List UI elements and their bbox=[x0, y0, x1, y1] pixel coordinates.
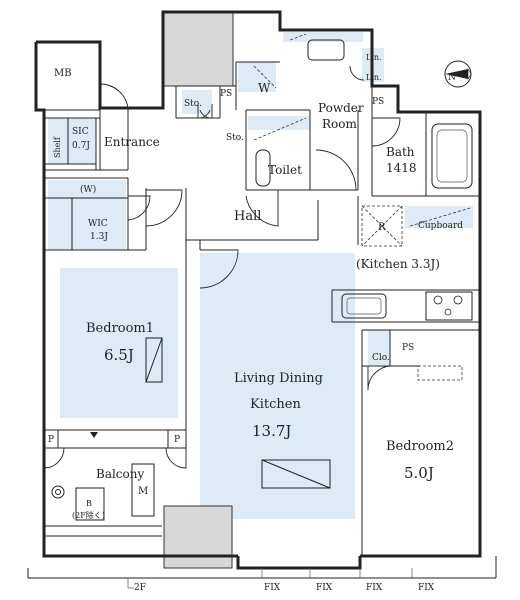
kitchen-label: (Kitchen 3.3J) bbox=[356, 257, 440, 271]
powder-sink bbox=[307, 39, 345, 61]
b-label: B bbox=[86, 499, 92, 508]
bedroom1-floor bbox=[60, 268, 178, 418]
entrance-door[interactable] bbox=[99, 83, 129, 109]
lin-bottom-label: Lin. bbox=[366, 73, 382, 82]
toilet-counter bbox=[248, 116, 310, 130]
outer-wall-right bbox=[36, 10, 482, 558]
balcony-door-right[interactable] bbox=[165, 447, 187, 469]
sic-size: 0.7J bbox=[72, 141, 90, 151]
bath-label: Bath bbox=[386, 145, 415, 159]
toilet-label: Toilet bbox=[268, 163, 302, 177]
sto-right-label: Sto. bbox=[226, 133, 244, 143]
wic-door[interactable] bbox=[127, 195, 151, 221]
hall-label: Hall bbox=[234, 209, 261, 224]
bedroom1-mark bbox=[145, 337, 163, 383]
cooktop bbox=[425, 291, 473, 321]
bedroom1-door[interactable] bbox=[145, 189, 183, 227]
ldk-label-1: Living Dining bbox=[234, 371, 323, 386]
m-unit-label: M bbox=[138, 486, 148, 497]
powder-counter bbox=[283, 32, 363, 42]
clo-label: Clo. bbox=[372, 353, 390, 363]
balcony-hatch bbox=[75, 487, 105, 521]
bath-size: 1418 bbox=[386, 161, 417, 175]
w-closet-label: (W) bbox=[80, 184, 96, 195]
fix-label-4: FIX bbox=[418, 583, 435, 593]
balcony-arrow bbox=[90, 432, 98, 438]
fix-label-3: FIX bbox=[366, 583, 383, 593]
lin-top-label: Lin. bbox=[366, 53, 382, 62]
ldk-label-2: Kitchen bbox=[250, 397, 301, 412]
ps-clo-label: PS bbox=[402, 343, 414, 353]
closet-area bbox=[368, 330, 390, 365]
compass-icon bbox=[444, 60, 472, 88]
wic-size: 1.3J bbox=[90, 232, 108, 242]
ps-top-label: PS bbox=[220, 89, 232, 99]
closet-door[interactable] bbox=[367, 365, 393, 391]
b-note: (2F除く) bbox=[72, 510, 105, 520]
washer-label: W bbox=[258, 81, 271, 95]
outer-wall-bottom bbox=[236, 556, 362, 570]
balcony-unit bbox=[131, 463, 155, 517]
bedroom1-size: 6.5J bbox=[104, 346, 134, 364]
washer-area bbox=[238, 62, 276, 92]
bedroom1-label: Bedroom1 bbox=[86, 321, 154, 336]
p-left-label: P bbox=[48, 435, 54, 445]
sic-label: SIC bbox=[72, 127, 89, 137]
bedroom2-size: 5.0J bbox=[404, 464, 434, 482]
ldk-size: 13.7J bbox=[252, 422, 291, 440]
ps-bath-label: PS bbox=[372, 97, 384, 107]
fix-label-2: FIX bbox=[316, 583, 333, 593]
powder-label-1: Powder bbox=[318, 101, 364, 115]
fridge-space bbox=[361, 205, 403, 247]
toilet-door[interactable] bbox=[245, 190, 279, 227]
powder-label-2: Room bbox=[322, 117, 357, 131]
burner-icon bbox=[433, 295, 463, 316]
ldk-floor bbox=[200, 253, 355, 519]
fridge-label: R bbox=[378, 222, 386, 233]
toilet-fixture bbox=[255, 149, 271, 187]
fix-label-1: FIX bbox=[264, 583, 281, 593]
wic-floor bbox=[48, 180, 126, 250]
wic-label: WIC bbox=[88, 219, 108, 229]
pipe-shaft-bottom bbox=[163, 505, 233, 569]
balcony-door-left[interactable] bbox=[43, 447, 65, 469]
mb-label: MB bbox=[54, 68, 72, 79]
bathtub bbox=[431, 123, 473, 189]
compass-label: N bbox=[448, 73, 456, 83]
bath-door[interactable] bbox=[371, 117, 401, 147]
balcony-label: Balcony bbox=[96, 467, 144, 481]
shelf-label: Shelf bbox=[53, 136, 62, 158]
floor-label: 2F bbox=[134, 583, 146, 593]
ldk-mark bbox=[261, 459, 331, 489]
kitchen-sink bbox=[341, 293, 387, 319]
cupboard-label: Cupboard bbox=[418, 221, 463, 231]
powder-door[interactable] bbox=[315, 149, 357, 191]
pipe-shaft-top bbox=[162, 11, 234, 87]
bedroom2-label: Bedroom2 bbox=[386, 439, 454, 454]
sic-floor bbox=[48, 118, 96, 164]
storage-area bbox=[182, 90, 212, 114]
ldk-door[interactable] bbox=[199, 249, 239, 289]
p-right-label: P bbox=[174, 435, 180, 445]
entrance-label: Entrance bbox=[104, 135, 160, 149]
sto-left-label: Sto. bbox=[184, 99, 202, 109]
